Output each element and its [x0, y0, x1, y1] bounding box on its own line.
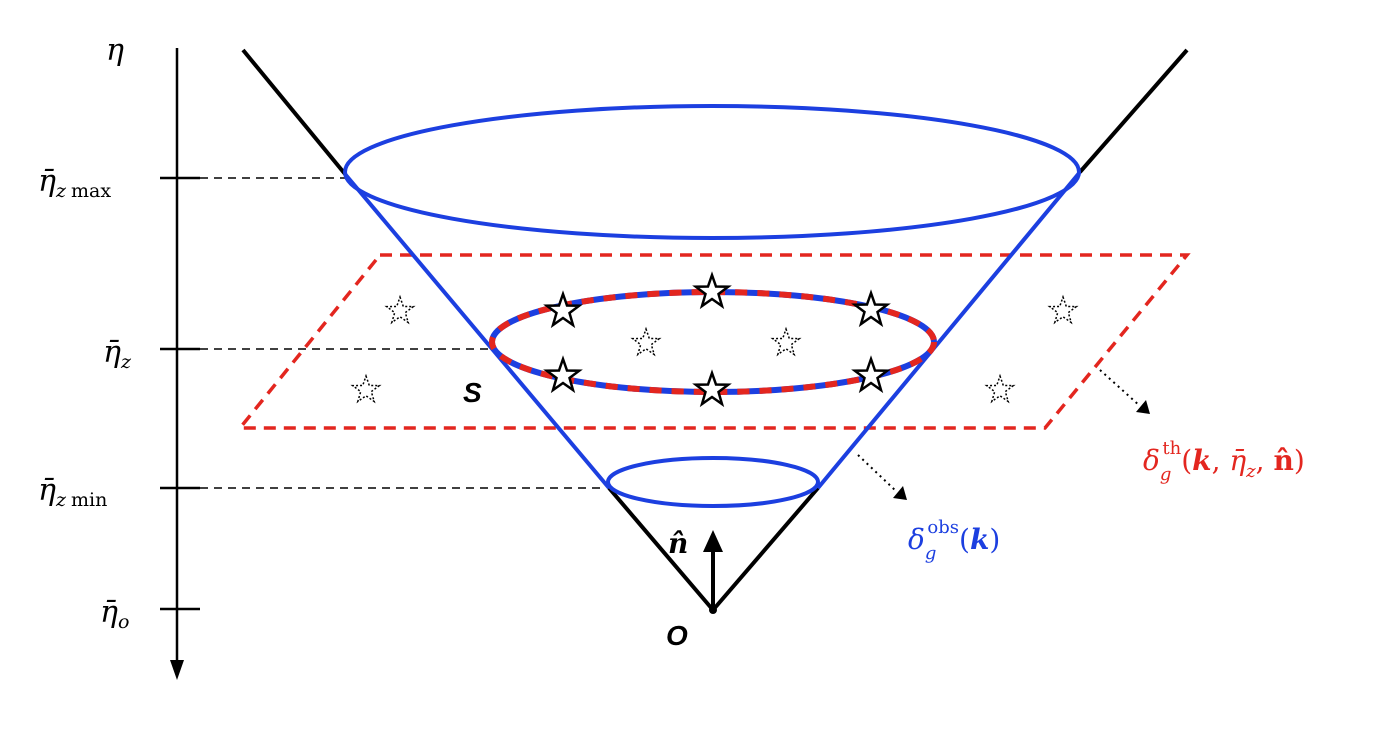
observed-pointer-arrow [857, 454, 898, 493]
theory-pointer-arrowhead [1136, 400, 1150, 414]
star-icon [543, 290, 583, 329]
light-cone-right-upper [1078, 48, 1189, 174]
star-icon [851, 289, 891, 328]
dotted-star-icon [770, 326, 802, 357]
star-icon [543, 355, 583, 394]
dotted-star-icon [350, 373, 382, 404]
intersection-ellipse-dashes [489, 289, 937, 395]
observed-density-label: δgobs(k) [908, 517, 1000, 564]
observed-cone-bottom-ellipse [606, 456, 820, 508]
tick-label-eta-z: η̄z [103, 335, 132, 373]
theory-density-label: δgth(k, η̄z, n̂) [1143, 438, 1305, 485]
time-axis-arrowhead [170, 660, 184, 680]
galaxy-stars-unobserved [350, 294, 1079, 404]
dotted-star-icon [384, 294, 416, 325]
time-axis-label: η [106, 33, 124, 68]
observed-cone-top-ellipse [343, 104, 1081, 240]
light-cone-right-lower [711, 486, 820, 612]
star-icon [692, 369, 732, 408]
dotted-star-icon [1047, 294, 1079, 325]
direction-label: n̂ [668, 527, 688, 560]
dotted-star-icon [630, 326, 662, 357]
observer-label: O [666, 620, 688, 651]
galaxy-stars-observed [543, 271, 891, 408]
dotted-star-icon [984, 373, 1016, 404]
observer-point [709, 606, 717, 614]
direction-arrowhead [703, 530, 723, 552]
source-label: S [463, 377, 482, 408]
observed-cone-right [816, 170, 1082, 490]
light-cone-left-upper [241, 48, 347, 176]
observed-cone-left [343, 172, 611, 490]
light-cone-left-lower [607, 486, 715, 612]
observed-pointer-arrowhead [893, 486, 907, 500]
tick-label-eta-o: η̄o [100, 595, 129, 633]
star-icon [692, 271, 732, 310]
star-icon [851, 355, 891, 394]
theory-pointer-arrow [1099, 369, 1141, 407]
constant-time-plane [236, 253, 1191, 430]
